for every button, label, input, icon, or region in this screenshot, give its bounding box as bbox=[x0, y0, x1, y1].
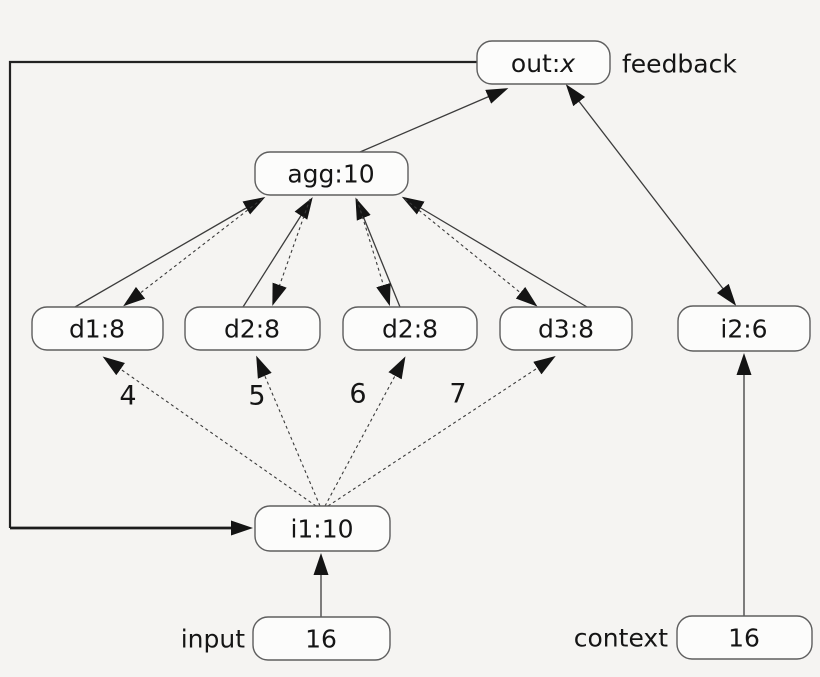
node-context16: 16 bbox=[676, 615, 813, 660]
edge-i1-to-d3-dashed bbox=[327, 355, 556, 507]
input-label: input bbox=[181, 625, 246, 654]
node-i2-box bbox=[677, 305, 811, 352]
edge-i1-to-d1-dashed bbox=[102, 356, 317, 507]
node-i2: i2:6 bbox=[677, 305, 811, 352]
node-out-label: out:x bbox=[511, 49, 575, 78]
node-i1-box bbox=[254, 505, 391, 552]
node-out-label-prefix: out: bbox=[511, 49, 560, 78]
node-i2-label: i2:6 bbox=[720, 315, 767, 344]
node-out-label-var: x bbox=[559, 49, 575, 78]
node-context16-label: 16 bbox=[728, 624, 760, 653]
node-agg-box bbox=[254, 151, 409, 196]
node-d2a: d2:8 bbox=[184, 306, 321, 351]
node-d1: d1:8 bbox=[31, 306, 164, 351]
node-d2b-box bbox=[342, 306, 478, 351]
edge-label-5: 5 bbox=[248, 381, 265, 412]
edge-label-6: 6 bbox=[349, 379, 366, 410]
edge-d3-to-agg bbox=[401, 196, 588, 308]
node-d1-box bbox=[31, 306, 164, 351]
context-label: context bbox=[574, 624, 668, 653]
edge-label-4: 4 bbox=[119, 381, 136, 412]
node-d3-label: d3:8 bbox=[538, 315, 594, 344]
node-d2b: d2:8 bbox=[342, 306, 478, 351]
node-d2a-label: d2:8 bbox=[224, 315, 280, 344]
feedback-label: feedback bbox=[622, 50, 737, 79]
node-agg-label: agg:10 bbox=[287, 160, 374, 189]
node-input16: 16 bbox=[252, 616, 391, 661]
node-input16-box bbox=[252, 616, 391, 661]
node-i1-label: i1:10 bbox=[290, 515, 353, 544]
node-d2a-box bbox=[184, 306, 321, 351]
edge-agg-to-out bbox=[359, 88, 509, 153]
edge-out-i2-bidirectional bbox=[565, 84, 737, 306]
node-input16-label: 16 bbox=[305, 625, 337, 654]
edge-d2b-to-agg bbox=[355, 197, 401, 308]
edge-label-7: 7 bbox=[449, 379, 466, 410]
node-out: out:x bbox=[476, 40, 611, 85]
node-context16-box bbox=[676, 615, 813, 660]
node-d2b-label: d2:8 bbox=[382, 315, 438, 344]
node-agg: agg:10 bbox=[254, 151, 409, 196]
node-i1: i1:10 bbox=[254, 505, 391, 552]
node-d3: d3:8 bbox=[499, 306, 633, 351]
node-d3-box bbox=[499, 306, 633, 351]
edge-d2a-to-agg bbox=[242, 197, 313, 308]
edge-feedback-loop bbox=[8, 60, 477, 528]
node-out-box bbox=[476, 40, 611, 85]
edge-agg-to-d3-dashed bbox=[404, 198, 538, 307]
edge-i1-to-d2b-dashed bbox=[324, 356, 406, 507]
edge-d1-to-agg bbox=[74, 196, 266, 308]
edge-agg-to-d1-dashed bbox=[123, 198, 263, 307]
node-d1-label: d1:8 bbox=[69, 315, 125, 344]
